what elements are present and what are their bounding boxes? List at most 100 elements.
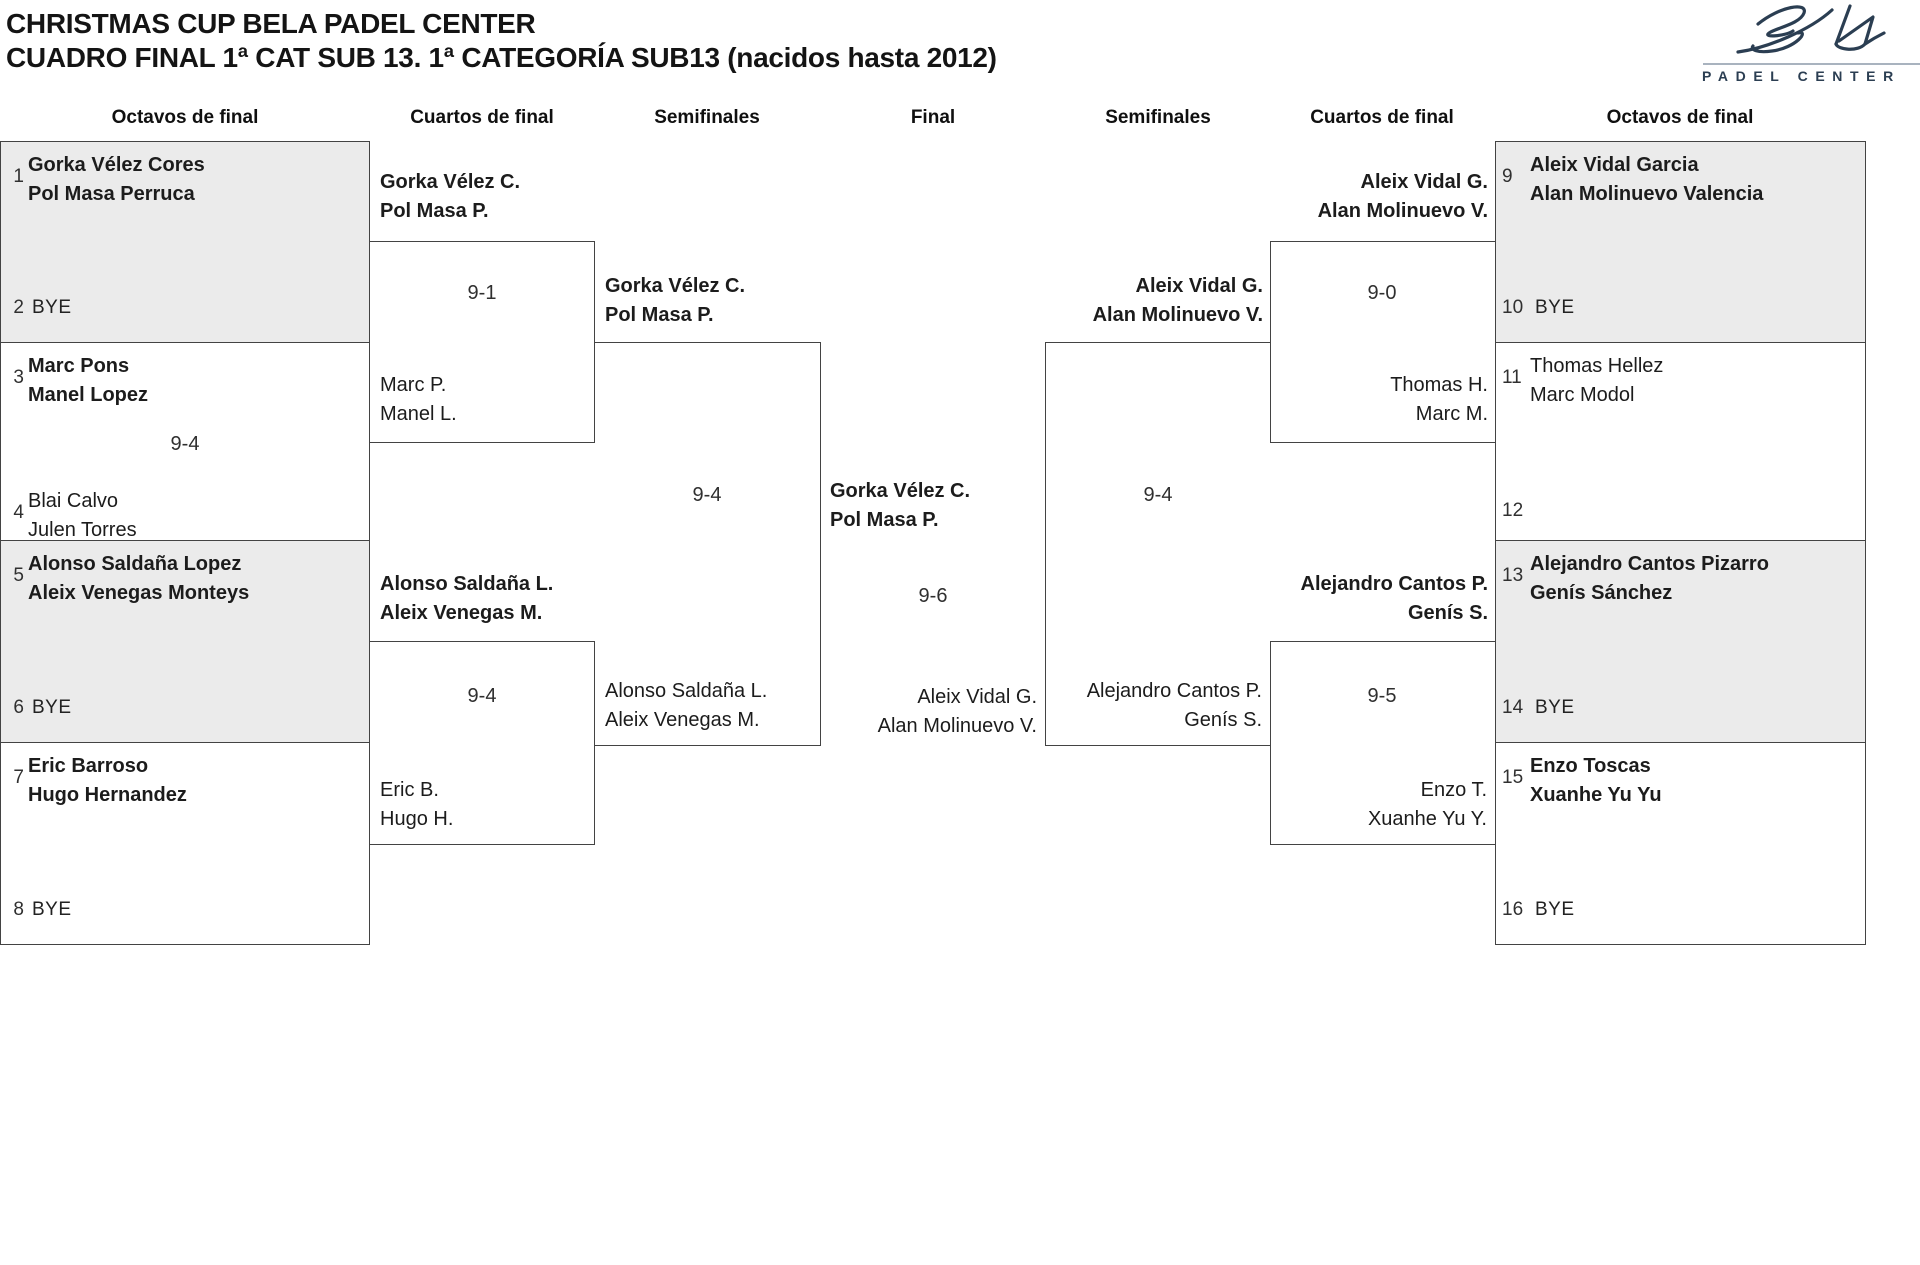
player-name: Hugo H. <box>380 808 454 830</box>
entry-10-bye: BYE <box>1535 297 1575 318</box>
seed-9: 9 <box>1502 166 1513 187</box>
seed-5: 5 <box>13 565 24 586</box>
entry-2-bye: BYE <box>32 297 72 318</box>
entry-3-team: Marc Pons Manel Lopez <box>28 352 148 410</box>
player-name: Alonso Saldaña L. <box>605 680 768 702</box>
player-name: Alejandro Cantos P. <box>1086 680 1262 702</box>
player-name: Genís S. <box>1184 709 1262 731</box>
qf-left2-team2: Eric B. Hugo H. <box>380 776 453 834</box>
page-title-line1: CHRISTMAS CUP BELA PADEL CENTER <box>6 8 536 39</box>
match-box-11-12 <box>1496 343 1865 541</box>
player-name: Pol Masa P. <box>380 200 489 222</box>
seed-4: 4 <box>13 502 24 523</box>
player-name: Manel Lopez <box>28 384 149 406</box>
qf-right2-team1: Alejandro Cantos P. Genís S. <box>1301 570 1488 628</box>
player-name: Aleix Vidal G. <box>1135 275 1263 297</box>
player-name: Alonso Saldaña Lopez <box>28 553 242 575</box>
round-header-semis-right: Semifinales <box>1105 107 1211 128</box>
round-header-octavos-right: Octavos de final <box>1606 107 1754 128</box>
player-name: Marc P. <box>380 374 447 396</box>
entry-5-team: Alonso Saldaña Lopez Aleix Venegas Monte… <box>28 550 249 608</box>
player-name: Alan Molinuevo V. <box>877 715 1037 737</box>
octavos-left-column <box>0 141 370 945</box>
entry-11-team: Thomas Hellez Marc Modol <box>1530 352 1663 410</box>
player-name: Gorka Vélez C. <box>605 275 746 297</box>
score-sf-left: 9-4 <box>692 484 722 506</box>
seed-13: 13 <box>1502 565 1524 586</box>
connector-qf-left-2 <box>370 641 595 845</box>
match-box-7-8 <box>1 743 369 944</box>
match-box-1-2 <box>1 142 369 343</box>
player-name: Alejandro Cantos Pizarro <box>1530 553 1769 575</box>
logo-divider <box>1703 63 1920 65</box>
score-qf-right2: 9-5 <box>1367 685 1397 707</box>
match-box-3-4 <box>1 343 369 541</box>
entry-14-bye: BYE <box>1535 697 1575 718</box>
seed-2: 2 <box>13 297 24 318</box>
sf-left-team1: Gorka Vélez C. Pol Masa P. <box>605 272 745 330</box>
match-box-13-14 <box>1496 541 1865 743</box>
player-name: Thomas H. <box>1390 374 1488 396</box>
score-qf-right1: 9-0 <box>1367 282 1397 304</box>
entry-4-team: Blai Calvo Julen Torres <box>28 487 137 545</box>
player-name: Aleix Venegas Monteys <box>28 582 250 604</box>
entry-16-bye: BYE <box>1535 899 1575 920</box>
seed-12: 12 <box>1502 500 1524 521</box>
player-name: Aleix Vidal G. <box>1360 171 1488 193</box>
player-name: Xuanhe Yu Yu <box>1530 784 1662 806</box>
seed-10: 10 <box>1502 297 1524 318</box>
player-name: Eric B. <box>380 779 439 801</box>
player-name: Aleix Venegas M. <box>605 709 760 731</box>
player-name: Julen Torres <box>28 519 137 541</box>
player-name: Alejandro Cantos P. <box>1300 573 1488 595</box>
round-header-cuartos-left: Cuartos de final <box>410 107 554 128</box>
seed-1: 1 <box>13 166 24 187</box>
player-name: Marc M. <box>1415 403 1488 425</box>
qf-right1-team2: Thomas H. Marc M. <box>1390 371 1488 429</box>
player-name: Pol Masa P. <box>830 509 939 531</box>
qf-left1-team2: Marc P. Manel L. <box>380 371 457 429</box>
connector-sf-left <box>594 342 821 746</box>
qf-left2-team1: Alonso Saldaña L. Aleix Venegas M. <box>380 570 553 628</box>
entry-1-team: Gorka Vélez Cores Pol Masa Perruca <box>28 151 205 209</box>
player-name: Alan Molinuevo V. <box>1317 200 1488 222</box>
seed-7: 7 <box>13 767 24 788</box>
player-name: Aleix Vidal G. <box>917 686 1037 708</box>
entry-15-team: Enzo Toscas Xuanhe Yu Yu <box>1530 752 1662 810</box>
logo-subtitle: PADEL CENTER <box>1702 68 1901 84</box>
player-name: Enzo Toscas <box>1530 755 1651 777</box>
round-header-cuartos-right: Cuartos de final <box>1310 107 1454 128</box>
player-name: Manel L. <box>380 403 457 425</box>
score-qf-left1: 9-1 <box>467 282 497 304</box>
player-name: Hugo Hernandez <box>28 784 187 806</box>
score-qf-left2: 9-4 <box>467 685 497 707</box>
round-header-final: Final <box>910 107 956 128</box>
bela-signature-icon <box>1736 4 1886 54</box>
seed-15: 15 <box>1502 767 1524 788</box>
player-name: Marc Modol <box>1530 384 1635 406</box>
qf-right2-team2: Enzo T. Xuanhe Yu Y. <box>1368 776 1487 834</box>
score-final: 9-6 <box>918 585 948 607</box>
connector-qf-right-2 <box>1270 641 1496 845</box>
entry-9-team: Aleix Vidal Garcia Alan Molinuevo Valenc… <box>1530 151 1763 209</box>
player-name: Pol Masa Perruca <box>28 183 195 205</box>
final-team2: Aleix Vidal G. Alan Molinuevo V. <box>878 683 1037 741</box>
player-name: Alonso Saldaña L. <box>380 573 554 595</box>
player-name: Gorka Vélez C. <box>380 171 521 193</box>
entry-8-bye: BYE <box>32 899 72 920</box>
round-header-octavos-left: Octavos de final <box>111 107 259 128</box>
player-name: Genís Sánchez <box>1530 582 1673 604</box>
player-name: Gorka Vélez Cores <box>28 154 205 176</box>
player-name: Alan Molinuevo V. <box>1092 304 1263 326</box>
entry-6-bye: BYE <box>32 697 72 718</box>
player-name: Aleix Venegas M. <box>380 602 543 624</box>
final-team1: Gorka Vélez C. Pol Masa P. <box>830 477 970 535</box>
seed-11: 11 <box>1502 367 1522 388</box>
seed-8: 8 <box>13 899 24 920</box>
seed-16: 16 <box>1502 899 1524 920</box>
qf-left1-team1: Gorka Vélez C. Pol Masa P. <box>380 168 520 226</box>
match-box-9-10 <box>1496 142 1865 343</box>
connector-qf-right-1 <box>1270 241 1496 443</box>
match-box-5-6 <box>1 541 369 743</box>
match-box-15-16 <box>1496 743 1865 944</box>
